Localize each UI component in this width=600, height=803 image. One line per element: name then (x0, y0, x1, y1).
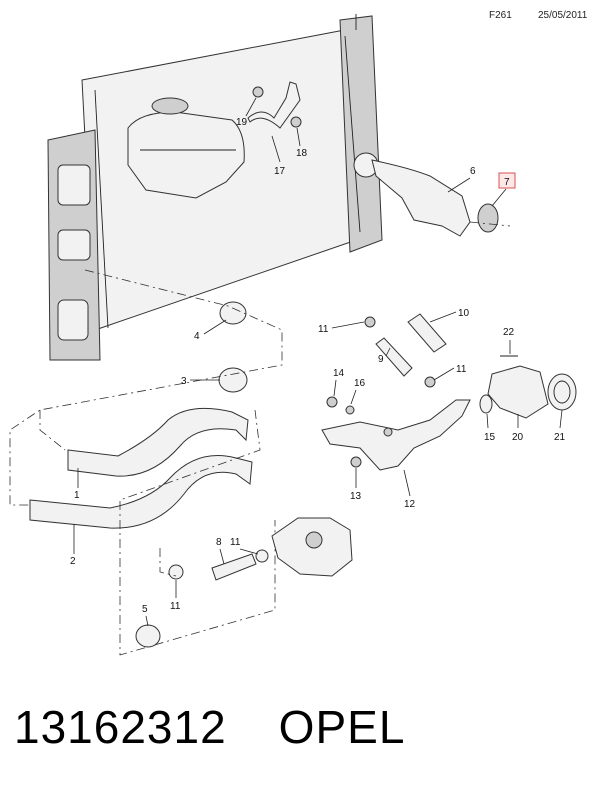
hose-8 (211, 553, 257, 581)
callout-10: 10 (458, 308, 470, 319)
hose-clamp-3 (218, 367, 248, 393)
lower-hose-1 (67, 407, 249, 477)
callout-3: 3 (181, 376, 187, 387)
callout-2: 2 (70, 556, 76, 567)
hose-clamp-7 (477, 203, 499, 233)
callout-16: 16 (354, 378, 366, 389)
clamp-11-lower (168, 564, 184, 580)
sleeve-10 (407, 313, 447, 353)
callout-8: 8 (216, 537, 222, 548)
gasket-15 (479, 394, 493, 414)
ref-line-left (9, 269, 283, 506)
callout-6: 6 (470, 166, 476, 177)
callouts: 1 2 3 4 5 6 7 8 9 10 11 11 11 11 12 13 1… (70, 97, 566, 627)
washer-16 (345, 405, 355, 415)
bolt-14 (326, 396, 338, 408)
bolt-19 (252, 86, 264, 98)
callout-14: 14 (333, 368, 345, 379)
hose-clamp-5 (135, 624, 161, 648)
clamp-11-upper (255, 549, 269, 563)
callout-11-b: 11 (456, 364, 467, 375)
callout-11-c: 11 (230, 537, 241, 548)
vent-hose (247, 81, 301, 129)
part-number-label: 13162312 OPEL (14, 700, 405, 754)
callout-12: 12 (404, 499, 416, 510)
callout-22: 22 (503, 327, 515, 338)
callout-18: 18 (296, 148, 308, 159)
hose-clamp-4 (219, 301, 247, 325)
diagram-date: 25/05/2011 (538, 10, 588, 21)
lower-hose-2 (29, 455, 253, 529)
part-number: 13162312 (14, 701, 227, 753)
hose-9 (375, 337, 413, 377)
callout-21: 21 (554, 432, 566, 443)
callout-13: 13 (350, 491, 362, 502)
callout-7: 7 (504, 177, 510, 188)
bolt-18 (290, 116, 302, 128)
callout-4: 4 (194, 331, 200, 342)
highlighted-part-box (498, 172, 516, 189)
callout-20: 20 (512, 432, 524, 443)
seal-21 (547, 373, 577, 411)
outlet-housing-20 (487, 365, 549, 419)
callout-5: 5 (142, 604, 148, 615)
brand-name: OPEL (278, 701, 406, 753)
bolt-13 (350, 456, 362, 468)
callout-11-a: 11 (318, 324, 329, 335)
callout-19: 19 (236, 117, 248, 128)
callout-11-d: 11 (170, 601, 181, 612)
callout-9: 9 (378, 354, 384, 365)
coolant-pipe-12 (321, 399, 471, 471)
expansion-tank (127, 97, 245, 199)
sheet-code: F261 (489, 10, 512, 21)
callout-17: 17 (274, 166, 286, 177)
callout-1: 1 (74, 490, 80, 501)
upper-hose (371, 159, 471, 237)
callout-15: 15 (484, 432, 496, 443)
